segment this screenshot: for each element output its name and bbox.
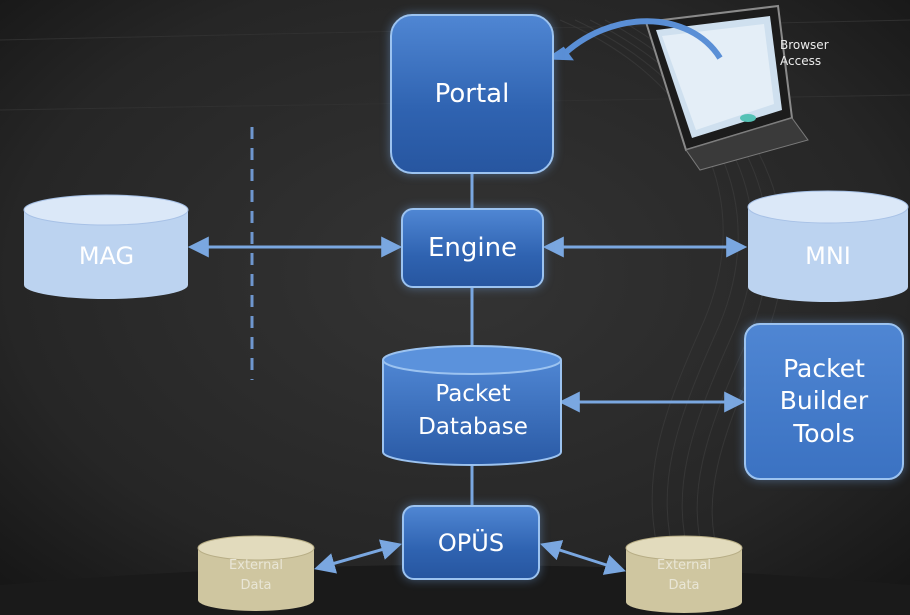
packet-builder-tools-label-line1: Packet <box>783 353 865 383</box>
external-data-left-label-line2: Data <box>240 577 272 593</box>
portal-box: Portal <box>390 14 554 174</box>
packet-builder-tools-label-line3: Tools <box>793 418 855 448</box>
packet-database-label: Packet Database <box>383 378 563 445</box>
connector-opus-external-left <box>313 539 403 574</box>
browser-access-label-line2: Access <box>780 53 822 68</box>
packet-builder-tools-label-line2: Builder <box>779 386 869 416</box>
mni-cylinder <box>747 190 909 302</box>
external-data-left-label-line1: External <box>229 558 283 573</box>
packet-database-label-line1: Packet <box>435 381 511 407</box>
mag-label: MAG <box>78 242 135 270</box>
laptop-icon <box>644 4 809 171</box>
external-data-right-label-line2: Data <box>668 577 700 593</box>
engine-label: Engine <box>427 233 518 263</box>
external-data-left-label: External Data <box>196 556 316 595</box>
opus-label: OPÜS <box>437 528 505 557</box>
browser-access-label: Browser Access <box>780 38 829 69</box>
connector-opus-external-right <box>540 540 626 575</box>
packet-database-cylinder <box>382 345 562 466</box>
external-data-left-cylinder <box>197 535 315 611</box>
external-data-right-label: External Data <box>624 556 744 595</box>
engine-box: Engine <box>401 208 544 288</box>
portal-label: Portal <box>434 79 510 109</box>
packet-builder-tools-box: Packet Builder Tools <box>744 323 904 480</box>
external-data-right-cylinder <box>625 535 743 613</box>
packet-database-label-line2: Database <box>418 414 528 441</box>
opus-box: OPÜS <box>402 505 540 580</box>
browser-access-arrow <box>557 18 723 61</box>
mni-label: MNI <box>805 242 851 270</box>
mag-cylinder <box>23 194 189 299</box>
external-data-right-label-line1: External <box>657 558 711 573</box>
browser-access-label-line1: Browser <box>780 38 829 52</box>
